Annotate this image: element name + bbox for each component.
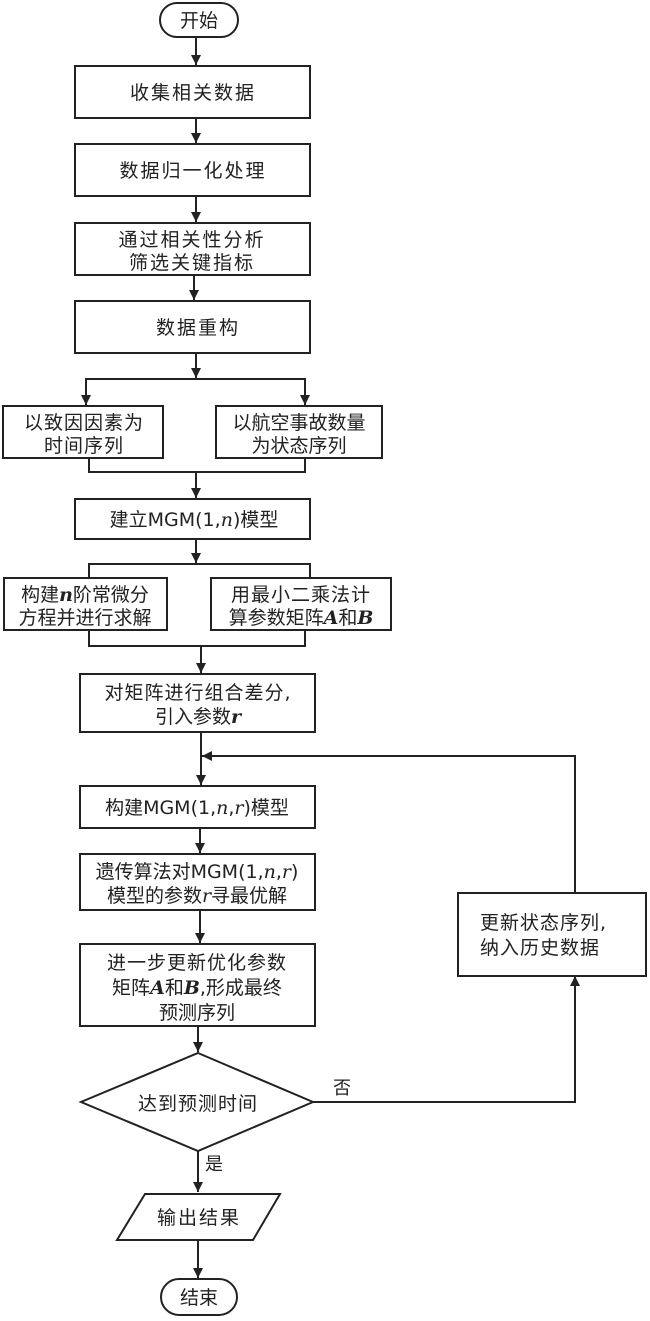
update-state-box (457, 892, 647, 977)
node-ga: 遗传算法对MGM(1,n,r) 模型的参数r寻最优解 (79, 853, 316, 911)
screen-label-line2: 筛选关键指标 (129, 252, 255, 274)
update-params-label-line3: 预测序列 (159, 1002, 235, 1024)
split-connector-1 (85, 378, 306, 406)
edge-no-update-state (313, 976, 580, 1103)
reconstruct-label: 数据重构 (156, 317, 240, 339)
normalize-label: 数据归一化处理 (119, 160, 266, 182)
start-terminal: 开始 (159, 2, 239, 38)
start-label: 开始 (180, 10, 218, 32)
edge-label-yes: 是 (205, 1154, 223, 1175)
ode-box (3, 577, 168, 631)
diff-label-line2: 引入参数r (155, 706, 243, 728)
merge-connector-2 (88, 630, 306, 647)
update-params-label-line1: 进一步更新优化参数 (107, 952, 287, 974)
update-params-label-line2: 矩阵A和B,形成最终 (112, 977, 282, 999)
time-seq-label-line1: 以致因因素为 (24, 412, 144, 434)
ga-box (79, 853, 316, 911)
update-state-label-line1: 更新状态序列, (480, 912, 607, 934)
build-mgmr-box (79, 785, 316, 829)
node-lsq: 用最小二乘法计 算参数矩阵A和B (210, 577, 392, 631)
end-terminal: 结束 (160, 1278, 238, 1316)
end-shape (160, 1278, 238, 1316)
ga-label-line2: 模型的参数r寻最优解 (107, 885, 287, 907)
collect-box (74, 65, 311, 119)
node-reconstruct: 数据重构 (74, 300, 311, 354)
ode-label-line1: 构建n阶常微分 (21, 584, 149, 606)
node-decision: 达到预测时间 (78, 1051, 316, 1153)
output-label: 输出结果 (157, 1207, 241, 1229)
node-output: 输出结果 (115, 1193, 282, 1241)
merge-connector-1 (88, 458, 306, 473)
build-mgm-box (74, 498, 311, 540)
update-params-box (79, 943, 316, 1027)
node-update-state: 更新状态序列, 纳入历史数据 (457, 892, 647, 977)
start-shape (159, 2, 239, 38)
node-diff: 对矩阵进行组合差分, 引入参数r (79, 673, 316, 733)
node-time-seq: 以致因因素为 时间序列 (2, 405, 164, 459)
update-state-label-line2: 纳入历史数据 (480, 937, 600, 959)
node-ode: 构建n阶常微分 方程并进行求解 (3, 577, 168, 631)
node-build-mgm: 建立MGM(1,n)模型 (74, 498, 311, 540)
split-connector-2 (88, 563, 311, 578)
screen-label-line1: 通过相关性分析 (118, 229, 265, 251)
decision-label: 达到预测时间 (138, 1093, 258, 1115)
screen-box (74, 222, 311, 276)
output-parallelogram (115, 1193, 282, 1241)
diff-label-line1: 对矩阵进行组合差分, (104, 682, 291, 704)
node-build-mgmr: 构建MGM(1,n,r)模型 (79, 785, 316, 829)
node-collect: 收集相关数据 (74, 65, 311, 119)
lsq-label-line1: 用最小二乘法计 (231, 584, 371, 606)
ga-label-line1: 遗传算法对MGM(1,n,r) (96, 861, 299, 883)
edge-update-state-loop (202, 751, 576, 893)
edge-label-no: 否 (333, 1078, 351, 1099)
ode-label-line2: 方程并进行求解 (18, 607, 151, 629)
time-seq-label-line2: 时间序列 (44, 435, 124, 457)
normalize-box (74, 143, 311, 197)
state-seq-label-line2: 为状态序列 (251, 435, 346, 457)
node-update-params: 进一步更新优化参数 矩阵A和B,形成最终 预测序列 (79, 943, 316, 1027)
node-state-seq: 以航空事故数量 为状态序列 (215, 405, 383, 459)
reconstruct-box (74, 300, 311, 354)
build-mgmr-label: 构建MGM(1,n,r)模型 (105, 797, 289, 819)
lsq-box (210, 577, 392, 631)
state-seq-label-line1: 以航空事故数量 (232, 412, 365, 434)
node-screen: 通过相关性分析 筛选关键指标 (74, 222, 311, 276)
state-seq-box (215, 405, 383, 459)
end-label: 结束 (180, 1287, 218, 1309)
lsq-label-line2: 算参数矩阵A和B (229, 607, 374, 629)
node-normalize: 数据归一化处理 (74, 143, 311, 197)
build-mgm-label: 建立MGM(1,n)模型 (110, 509, 279, 531)
time-seq-box (2, 405, 164, 459)
collect-label: 收集相关数据 (130, 82, 256, 104)
diff-box (79, 673, 316, 733)
